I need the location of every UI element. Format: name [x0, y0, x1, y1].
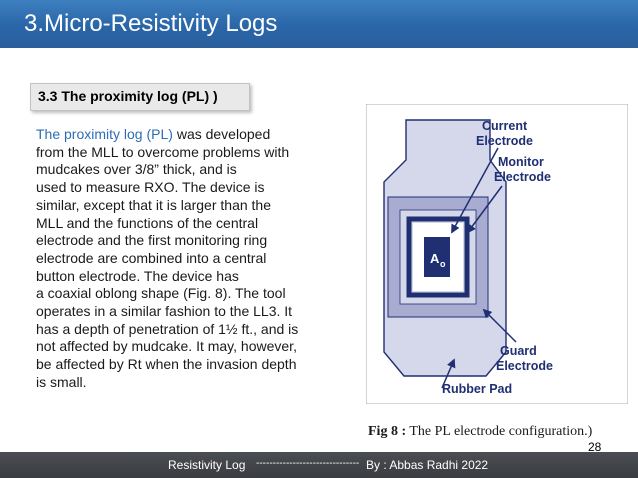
- footer-left-text: Resistivity Log: [168, 458, 246, 472]
- body-highlight: The proximity log (PL): [36, 126, 173, 142]
- page-number: 28: [588, 440, 602, 454]
- footer-author: By : Abbas Radhi 2022: [366, 458, 489, 472]
- body-line: operates in a similar fashion to the LL3…: [36, 303, 293, 320]
- title-bar: 3.Micro-Resistivity Logs: [0, 0, 638, 48]
- body-line: be affected by Rt when the invasion dept…: [36, 356, 297, 373]
- monitor-electrode-ring: [406, 216, 470, 298]
- section-heading: 3.3 The proximity log (PL) ): [38, 88, 218, 104]
- slide-title: 3.Micro-Resistivity Logs: [24, 10, 278, 37]
- body-line: electrode and the first monitoring ring: [36, 232, 268, 249]
- figure-caption: Fig 8 : The PL electrode configuration.): [368, 424, 592, 440]
- body-line: used to measure RXO. The device is: [36, 179, 265, 196]
- body-line: similar, except that it is larger than t…: [36, 196, 271, 213]
- arrow-monitor: [466, 185, 503, 234]
- body-line: a coaxial oblong shape (Fig. 8). The too…: [36, 285, 286, 302]
- body-line: electrode are combined into a central: [36, 249, 267, 266]
- arrow-current: [451, 147, 499, 234]
- body-line-1: The proximity log (PL) was developed: [36, 126, 271, 142]
- label-current-1: Current: [482, 119, 528, 133]
- caption-text: The PL electrode configuration.): [406, 424, 593, 439]
- body-line: not affected by mudcake. It may, however…: [36, 338, 297, 355]
- ao-label: A: [430, 251, 440, 266]
- body-line: mudcakes over 3/8” thick, and is: [36, 161, 237, 178]
- label-guard-1: Guard: [500, 344, 537, 358]
- footer-bar: Resistivity Log ------------------------…: [0, 452, 638, 478]
- body-paragraph: The proximity log (PL) was developed fro…: [36, 126, 356, 392]
- label-monitor-2: Electrode: [494, 170, 551, 184]
- arrow-rubber-pad: [441, 358, 456, 389]
- body-line: from the MLL to overcome problems with: [36, 143, 290, 160]
- pl-electrode-diagram: A o Current Electrode Monitor Electrode …: [366, 104, 628, 404]
- body-line: button electrode. The device has: [36, 267, 239, 284]
- label-current-2: Electrode: [476, 134, 533, 148]
- footer-dashes: -------------------------------: [256, 458, 360, 469]
- label-guard-2: Electrode: [496, 359, 553, 373]
- ao-subscript: o: [440, 259, 446, 269]
- central-electrode-ao: [424, 237, 450, 277]
- arrow-guard: [482, 308, 517, 343]
- body-line: is small.: [36, 373, 87, 390]
- caption-label: Fig 8 :: [368, 424, 407, 439]
- label-rubber-pad: Rubber Pad: [442, 382, 512, 396]
- body-line: has a depth of penetration of 1½ ft., an…: [36, 320, 299, 337]
- section-heading-box: 3.3 The proximity log (PL) ): [30, 83, 250, 111]
- body-line: MLL and the functions of the central: [36, 214, 259, 231]
- label-monitor-1: Monitor: [498, 155, 544, 169]
